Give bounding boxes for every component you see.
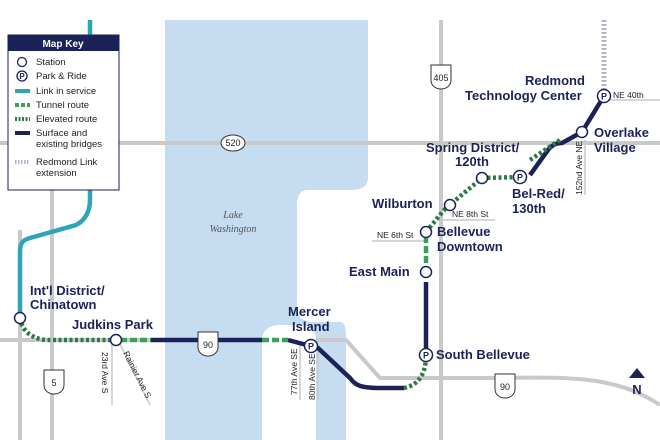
north-arrow-icon xyxy=(629,368,645,378)
street-label-ne-8th: NE 8th St xyxy=(452,209,489,219)
shield-sr520-text: 520 xyxy=(225,138,240,148)
park-ride-south-bellevue-icon: P xyxy=(423,351,429,361)
shield-i90-east-text: 90 xyxy=(500,382,510,392)
label-intl-district-1: Int'l District/ xyxy=(30,283,105,298)
label-spring-2: 120th xyxy=(455,154,489,169)
label-belred-1: Bel-Red/ xyxy=(512,186,565,201)
station-redmond-tech[interactable] xyxy=(596,88,612,104)
north-label: N xyxy=(632,382,641,397)
station-bel-red[interactable] xyxy=(512,169,528,185)
label-redmond-1: Redmond xyxy=(525,73,585,88)
north-arrow: N xyxy=(629,368,645,397)
label-judkins-park: Judkins Park xyxy=(72,317,154,332)
park-ride-redmond-icon: P xyxy=(601,92,607,102)
shield-i5: 5 xyxy=(43,369,65,395)
station-bellevue-downtown[interactable] xyxy=(419,225,433,239)
label-mercer-1: Mercer xyxy=(288,304,331,319)
shield-i5-text: 5 xyxy=(51,378,56,388)
map-key-header xyxy=(8,35,119,51)
station-east-main[interactable] xyxy=(419,265,433,279)
key-surface-label-1: Surface and xyxy=(36,128,87,139)
label-bellevue-1: Bellevue xyxy=(437,224,490,239)
key-link-label: Link in service xyxy=(36,86,96,97)
street-label-152nd: 152nd Ave NE xyxy=(574,140,584,195)
shield-i90-east: 90 xyxy=(494,373,516,399)
link-in-service-line xyxy=(17,20,93,318)
key-station-icon xyxy=(16,56,28,68)
park-ride-belred-icon: P xyxy=(517,173,523,183)
elevated-chinatown xyxy=(17,317,112,343)
key-park-ride-symbol: P xyxy=(19,72,25,81)
station-intl-district[interactable] xyxy=(13,311,27,325)
street-label-77th: 77th Ave SE xyxy=(289,348,299,395)
streets xyxy=(111,99,660,406)
map-key-title: Map Key xyxy=(42,39,84,50)
street-rainier xyxy=(117,339,151,406)
station-mercer-island[interactable] xyxy=(303,338,319,354)
label-south-bellevue: South Bellevue xyxy=(436,347,530,362)
key-station-label: Station xyxy=(36,57,66,68)
label-overlake-1: Overlake xyxy=(594,125,649,140)
elevated-overlake xyxy=(528,138,562,162)
lake-label-1: Lake xyxy=(222,210,243,221)
label-spring-1: Spring District/ xyxy=(426,140,520,155)
station-judkins-park[interactable] xyxy=(109,333,123,347)
street-label-23rd: 23rd Ave S xyxy=(100,352,110,394)
shield-i405-text: 405 xyxy=(433,73,448,83)
key-redmond-label-2: extension xyxy=(36,168,77,179)
map-key: Map Key Station P Park & Ride Link in se… xyxy=(7,34,120,191)
station-spring-district[interactable] xyxy=(475,171,489,185)
key-tunnel-label: Tunnel route xyxy=(36,100,89,111)
stations xyxy=(13,125,589,347)
label-overlake-2: Village xyxy=(594,140,636,155)
label-bellevue-2: Downtown xyxy=(437,239,503,254)
label-intl-district-2: Chinatown xyxy=(30,297,96,312)
street-label-80th: 80th Ave SE xyxy=(307,353,317,400)
shield-i405: 405 xyxy=(430,64,452,90)
park-ride-stations: P P P P xyxy=(303,88,612,363)
key-elevated-label: Elevated route xyxy=(36,114,97,125)
label-mercer-2: Island xyxy=(292,319,330,334)
station-wilburton[interactable] xyxy=(443,198,457,212)
label-east-main: East Main xyxy=(349,264,410,279)
station-south-bellevue[interactable] xyxy=(418,347,434,363)
key-redmond-label-1: Redmond Link xyxy=(36,157,98,168)
street-label-rainier: Rainier Ave S xyxy=(121,349,153,400)
elevated-spring xyxy=(481,174,521,181)
shield-i90-west-text: 90 xyxy=(203,340,213,350)
key-park-ride-label: Park & Ride xyxy=(36,71,87,82)
surface-segment-mercer xyxy=(287,337,404,391)
shield-i90-west: 90 xyxy=(197,331,219,357)
station-overlake-village[interactable] xyxy=(575,125,589,139)
mercer-island xyxy=(262,325,316,440)
label-wilburton: Wilburton xyxy=(372,196,433,211)
key-park-ride-icon xyxy=(16,70,28,82)
key-surface-label-2: existing bridges xyxy=(36,139,102,150)
street-label-ne-6th: NE 6th St xyxy=(377,230,414,240)
label-belred-2: 130th xyxy=(512,201,546,216)
shield-sr520: 520 xyxy=(220,134,246,152)
label-redmond-2: Technology Center xyxy=(465,88,582,103)
park-ride-mercer-icon: P xyxy=(308,342,314,352)
street-label-ne-40th: NE 40th xyxy=(613,90,644,100)
lake-label-2: Washington xyxy=(210,224,257,235)
